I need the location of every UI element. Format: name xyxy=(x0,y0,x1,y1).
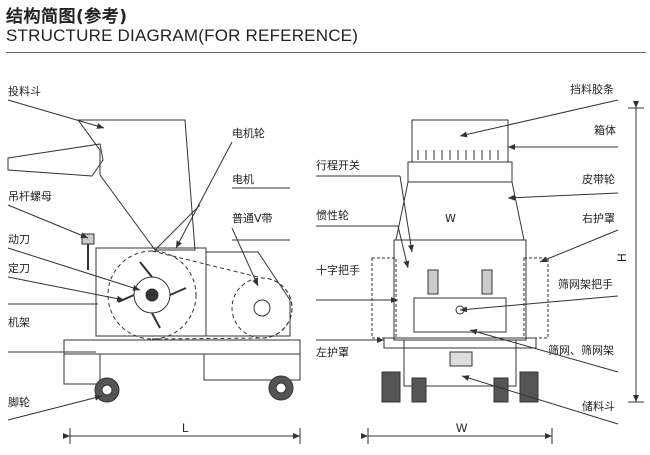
label-screen: 筛网、筛网架 xyxy=(548,343,614,357)
side-v-belt xyxy=(151,250,293,340)
label-motor: 电机 xyxy=(232,172,254,186)
front-caster-right xyxy=(519,371,539,403)
side-base-frame xyxy=(63,339,301,355)
front-stopper-strips xyxy=(417,150,499,160)
front-screen-frame xyxy=(413,297,507,333)
label-hopper: 投料斗 xyxy=(8,84,41,98)
side-base-right-leg xyxy=(203,353,301,381)
front-logo-mark: W xyxy=(445,212,456,225)
leader-lines xyxy=(7,99,619,425)
leader-v-belt xyxy=(231,227,259,287)
side-motor-pulley-hub xyxy=(253,299,271,317)
front-base xyxy=(383,337,537,349)
front-bin-handle xyxy=(449,351,473,367)
label-fixed-knife: 定刀 xyxy=(8,261,30,275)
side-base-left-leg xyxy=(63,353,101,385)
label-left-cover: 左护罩 xyxy=(316,345,349,359)
front-funnel xyxy=(395,181,525,241)
leader-screen xyxy=(469,329,619,373)
title-divider xyxy=(6,52,646,53)
leader-storage-bin xyxy=(461,375,619,425)
label-storage-bin: 储料斗 xyxy=(582,399,615,413)
front-cross-handle-right xyxy=(481,269,493,295)
side-hopper-spout xyxy=(7,143,104,177)
leader-moving-knife xyxy=(7,247,141,291)
label-v-belt: 普通V带 xyxy=(232,211,273,225)
label-moving-knife: 动刀 xyxy=(8,233,30,246)
front-box-body xyxy=(407,161,513,183)
page-title-cn: 结构简图(参考) xyxy=(6,7,128,27)
leader-flywheel xyxy=(397,225,410,269)
label-right-cover: 右护罩 xyxy=(582,211,615,225)
side-rotor xyxy=(107,250,197,340)
side-motor-pulley xyxy=(231,277,293,339)
side-rotor-blades xyxy=(117,261,187,329)
leader-stopper-strip xyxy=(459,99,619,138)
dim-length-label: L xyxy=(182,421,189,435)
dim-width-label: W xyxy=(456,421,468,435)
side-hopper xyxy=(77,119,196,251)
label-stopper-strip: 挡料胶条 xyxy=(570,82,614,96)
label-cross-handle: 十字把手 xyxy=(316,263,360,277)
page-title-en: STRUCTURE DIAGRAM(FOR REFERENCE) xyxy=(6,26,359,45)
side-hopper-neck xyxy=(154,204,201,251)
leader-screen-handle xyxy=(459,295,619,313)
label-box: 箱体 xyxy=(594,123,616,137)
front-right-cover xyxy=(523,257,549,339)
side-view xyxy=(7,119,301,403)
leader-hanging-nut xyxy=(7,204,89,239)
label-caster: 脚轮 xyxy=(8,395,30,409)
label-motor-pulley: 电机轮 xyxy=(232,126,265,140)
leader-travel-switch xyxy=(399,175,414,253)
label-travel-switch: 行程开关 xyxy=(316,158,360,172)
leader-fixed-knife xyxy=(7,276,125,302)
side-hanging-nut xyxy=(81,233,95,245)
front-left-cover xyxy=(371,257,397,339)
label-screen-frame-handle: 筛网架把手 xyxy=(558,277,613,291)
front-caster-mid-left xyxy=(411,377,427,403)
front-cross-handle-left xyxy=(427,269,439,295)
dim-height-label: H xyxy=(615,253,629,262)
leader-right-cover xyxy=(539,229,619,263)
label-frame: 机架 xyxy=(8,315,30,329)
front-caster-left xyxy=(381,371,401,403)
label-flywheel: 惯性轮 xyxy=(316,208,349,222)
front-view: W xyxy=(371,119,549,403)
leader-belt-pulley xyxy=(507,192,619,201)
leader-caster xyxy=(7,394,103,421)
dimension-lines xyxy=(63,101,644,444)
leader-motor-pulley xyxy=(175,141,233,249)
labels: 投料斗 电机轮 电机 普通V带 吊杆螺母 动刀 定刀 机架 脚轮 行程开关 惯性… xyxy=(8,82,629,435)
label-hanging-nut: 吊杆螺母 xyxy=(8,189,52,203)
label-belt-pulley: 皮带轮 xyxy=(582,172,615,186)
side-rotor-axle xyxy=(145,288,159,302)
leader-hopper xyxy=(7,99,105,129)
front-storage-bin xyxy=(403,339,517,387)
